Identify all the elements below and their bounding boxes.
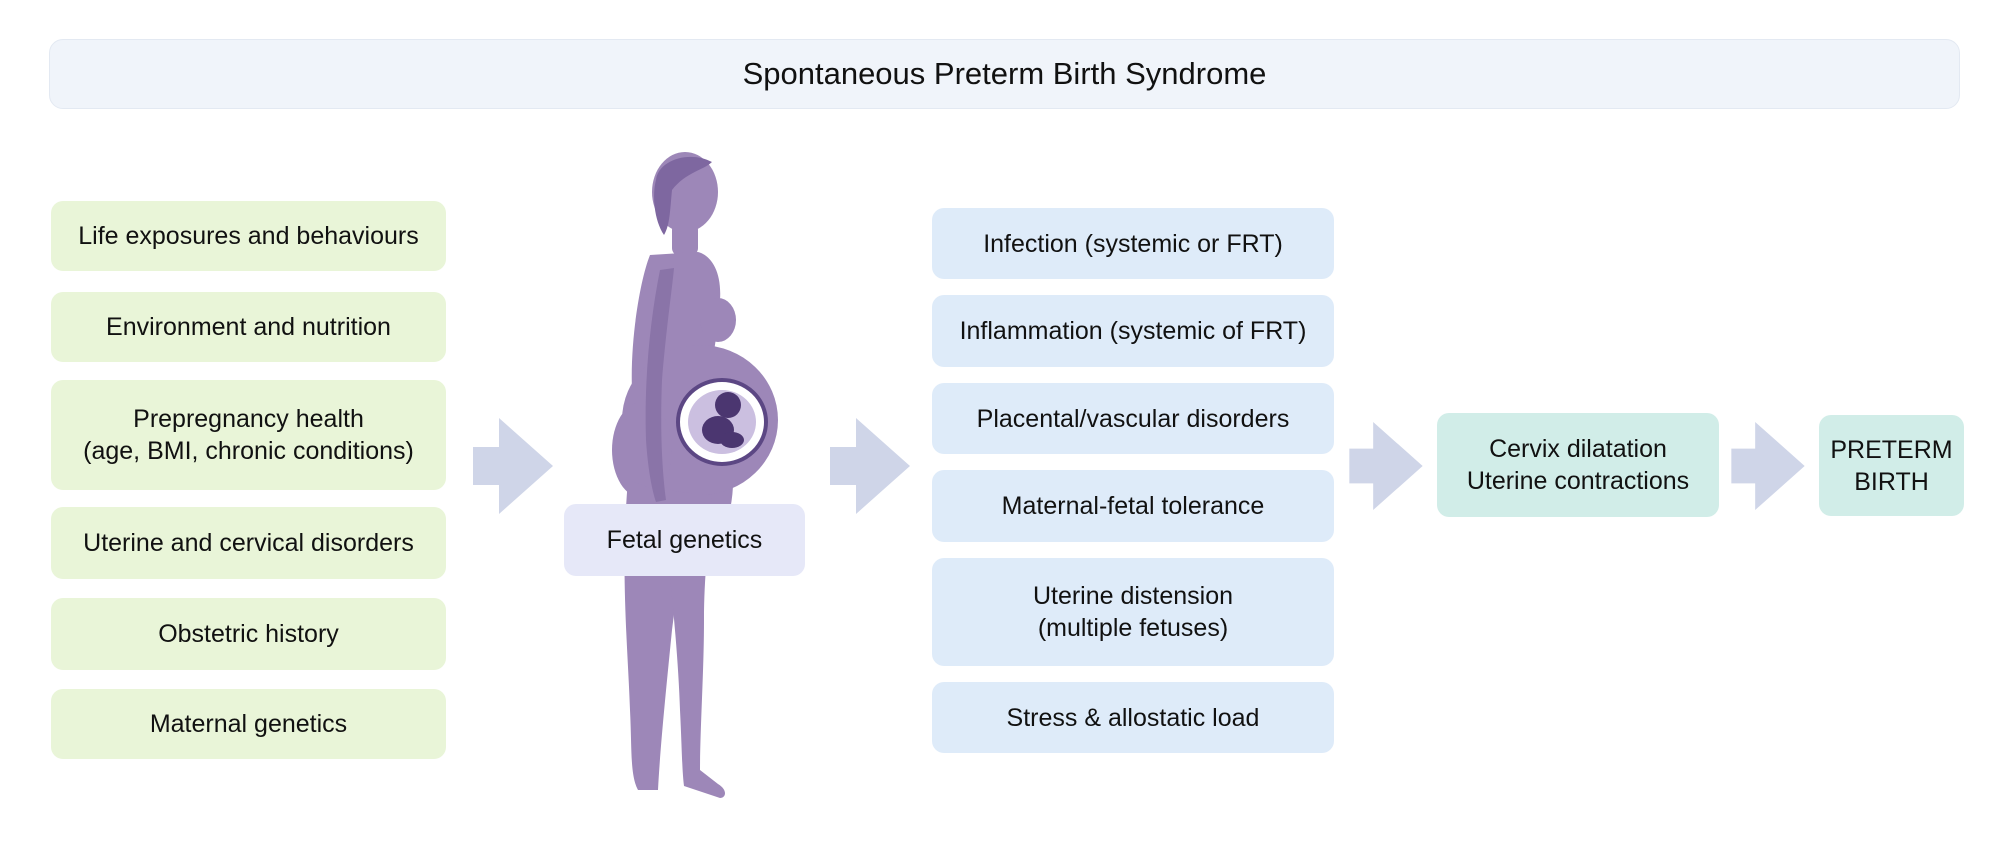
risk-factor-label: Maternal genetics (149, 710, 348, 738)
risk-factor-uterine-cervical: Uterine and cervical disorders (51, 507, 446, 579)
mechanism-label: Infection (systemic or FRT) (983, 229, 1283, 258)
risk-factor-label: Life exposures and behaviours (78, 222, 419, 250)
mechanism-label: Inflammation (systemic of FRT) (959, 317, 1307, 345)
arrow-right-icon (830, 418, 910, 514)
risk-factor-prepregnancy-health: Prepregnancy health (age, BMI, chronic c… (51, 380, 446, 490)
mechanism-placental-vascular: Placental/vascular disorders (932, 383, 1334, 454)
result-line-1: PRETERM (1830, 435, 1953, 464)
risk-factor-label: Environment and nutrition (106, 313, 391, 341)
mechanism-inflammation: Inflammation (systemic of FRT) (932, 295, 1334, 367)
mechanism-label: Placental/vascular disorders (976, 404, 1290, 433)
risk-factor-environment: Environment and nutrition (51, 292, 446, 362)
preterm-birth-box: PRETERM BIRTH (1819, 415, 1964, 516)
risk-factor-obstetric-history: Obstetric history (51, 598, 446, 670)
risk-factor-label: Uterine and cervical disorders (83, 529, 414, 557)
mechanism-stress: Stress & allostatic load (932, 682, 1334, 753)
risk-factor-sublabel: (age, BMI, chronic conditions) (83, 437, 414, 465)
arrow-right-icon (1349, 422, 1423, 510)
outcome-line-2: Uterine contractions (1466, 467, 1690, 495)
mechanism-maternal-fetal-tolerance: Maternal-fetal tolerance (932, 470, 1334, 542)
mechanism-label: Uterine distension (1032, 582, 1234, 610)
risk-factor-label: Prepregnancy health (133, 405, 364, 433)
arrow-right-icon (473, 418, 553, 514)
fetal-genetics-box: Fetal genetics (564, 504, 805, 576)
diagram-title: Spontaneous Preterm Birth Syndrome (49, 39, 1960, 109)
risk-factor-life-exposures: Life exposures and behaviours (51, 201, 446, 271)
outcome-line-1: Cervix dilatation (1489, 435, 1667, 463)
arrow-right-icon (1731, 422, 1805, 510)
risk-factor-maternal-genetics: Maternal genetics (51, 689, 446, 759)
outcome-box: Cervix dilatation Uterine contractions (1437, 413, 1719, 517)
mechanism-label: Maternal-fetal tolerance (1001, 492, 1265, 520)
mechanism-uterine-distension: Uterine distension (multiple fetuses) (932, 558, 1334, 666)
mechanism-infection: Infection (systemic or FRT) (932, 208, 1334, 279)
risk-factor-label: Obstetric history (158, 620, 339, 648)
pregnant-woman-icon (612, 152, 778, 798)
result-line-2: BIRTH (1854, 467, 1929, 496)
fetus-icon (702, 392, 744, 448)
mechanism-label: Stress & allostatic load (1006, 703, 1260, 732)
mechanism-sublabel: (multiple fetuses) (1037, 614, 1229, 642)
fetal-genetics-label: Fetal genetics (606, 526, 763, 554)
